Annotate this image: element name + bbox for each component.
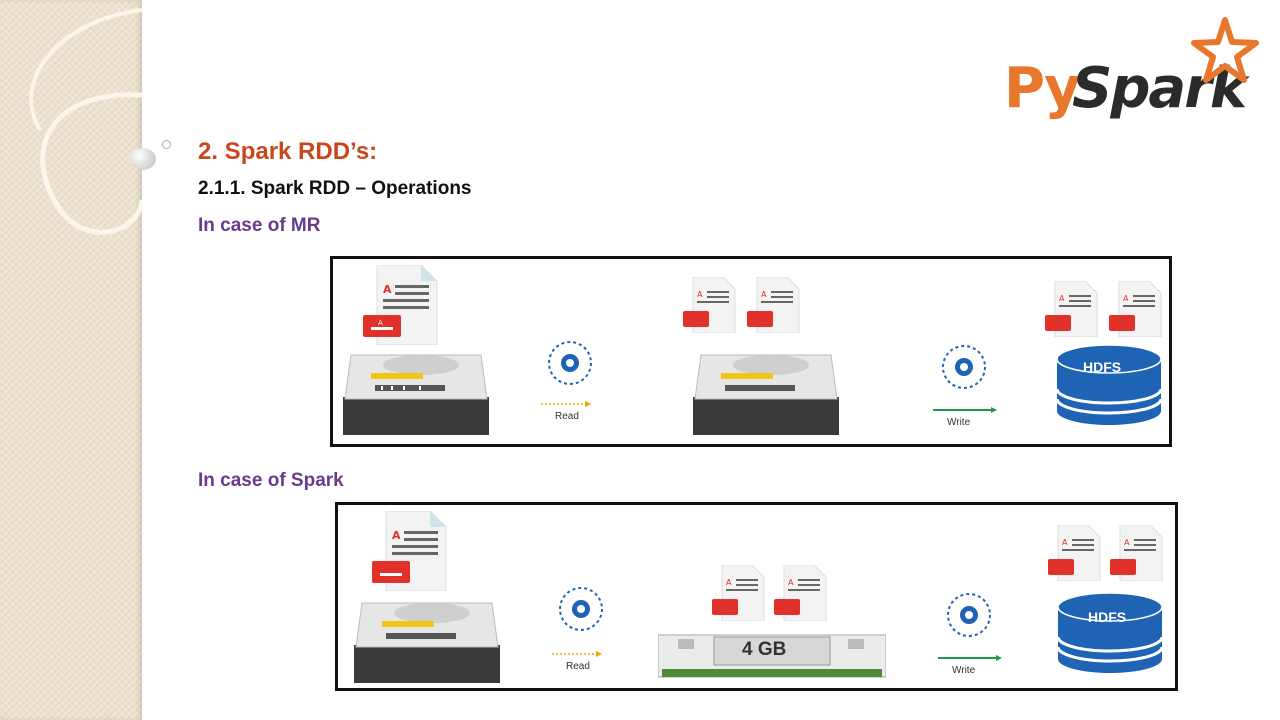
hdfs-database-icon (1056, 593, 1164, 673)
read-arrow (552, 651, 602, 657)
gear-process-icon (942, 345, 986, 389)
write-label: Write (952, 665, 976, 676)
hdfs-label: HDFS (1088, 609, 1127, 625)
document-icon: A (683, 277, 736, 333)
decorative-bubble (130, 148, 156, 170)
read-arrow (541, 401, 591, 407)
mr-case-title: In case of MR (198, 215, 321, 236)
decorative-side-band (0, 0, 142, 720)
logo-py-text: Py (1004, 56, 1081, 121)
svg-text:A: A (383, 283, 392, 296)
svg-text:A: A (697, 290, 703, 299)
read-label: Read (555, 411, 579, 422)
document-icon: A A (363, 265, 438, 345)
read-label: Read (566, 661, 590, 672)
decorative-swirl (29, 8, 142, 235)
write-arrow (933, 407, 997, 413)
svg-text:A: A (392, 529, 401, 542)
spark-diagram-panel: A Read A A 4 GB (335, 502, 1178, 691)
write-label: Write (947, 417, 971, 428)
hdfs-label: HDFS (1083, 359, 1122, 375)
hard-drive-icon (354, 602, 500, 683)
svg-text:A: A (1062, 538, 1068, 547)
svg-text:A: A (726, 578, 732, 587)
gear-process-icon (548, 341, 592, 385)
logo-spark-text: Spark (1072, 56, 1247, 121)
svg-text:A: A (378, 319, 383, 327)
gear-process-icon (947, 593, 991, 637)
hard-drive-icon (693, 354, 839, 435)
document-icon: A (774, 565, 827, 621)
document-icon: A (1109, 281, 1162, 337)
svg-text:A: A (1124, 538, 1130, 547)
document-icon: A (372, 511, 447, 591)
document-icon: A (1045, 281, 1098, 337)
decorative-bubble-small (162, 140, 171, 149)
document-icon: A (1110, 525, 1163, 581)
ram-label: 4 GB (742, 639, 787, 660)
spark-case-title: In case of Spark (198, 470, 344, 491)
document-icon: A (747, 277, 800, 333)
pyspark-logo: Py Spark (1000, 16, 1262, 126)
hard-drive-icon (343, 354, 489, 435)
mr-diagram-panel: A A Read A A (330, 256, 1172, 447)
star-icon (1191, 17, 1259, 83)
section-subheading: 2.1.1. Spark RDD – Operations (198, 178, 472, 199)
write-arrow (938, 655, 1002, 661)
ram-memory-icon (658, 634, 886, 678)
svg-text:A: A (1123, 294, 1129, 303)
svg-text:A: A (788, 578, 794, 587)
hdfs-database-icon (1055, 345, 1163, 425)
section-heading: 2. Spark RDD’s: (198, 138, 378, 165)
gear-process-icon (559, 587, 603, 631)
svg-text:A: A (1059, 294, 1065, 303)
document-icon: A (712, 565, 765, 621)
document-icon: A (1048, 525, 1101, 581)
svg-text:A: A (761, 290, 767, 299)
